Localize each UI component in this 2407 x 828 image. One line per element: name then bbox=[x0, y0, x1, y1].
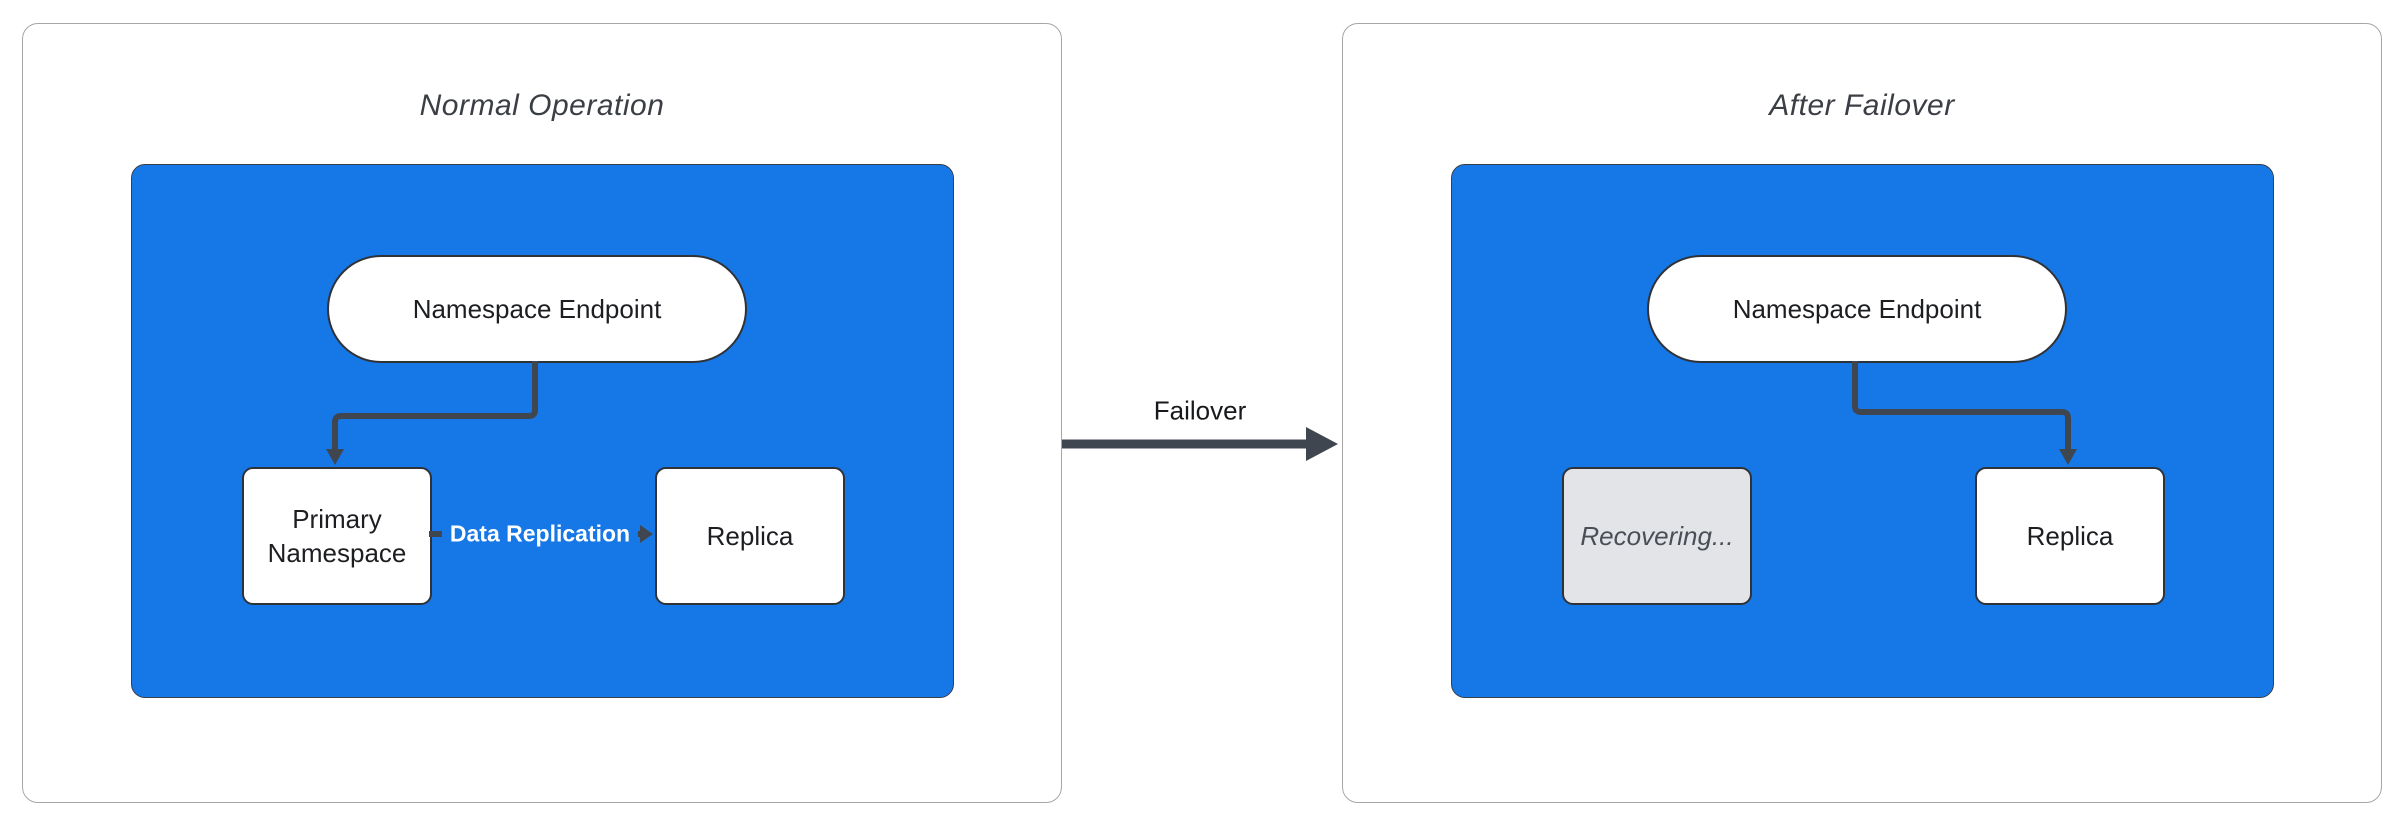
node-label: Primary Namespace bbox=[267, 504, 407, 568]
node-replica-left: Replica bbox=[655, 467, 845, 605]
namespace-container-right: Namespace Endpoint Recovering... Replica bbox=[1451, 164, 2274, 698]
node-label: Namespace Endpoint bbox=[1732, 293, 1982, 324]
node-label: Replica bbox=[2026, 521, 2114, 551]
failover-label: Failover bbox=[1153, 395, 1247, 426]
panel-title-after-failover: After Failover bbox=[1769, 89, 1955, 122]
node-label: Recovering... bbox=[1580, 521, 1734, 551]
node-replica-right: Replica bbox=[1975, 467, 2165, 605]
namespace-container-left: Namespace Endpoint Primary Namespace Rep… bbox=[131, 164, 954, 698]
node-namespace-endpoint-right: Namespace Endpoint bbox=[1647, 255, 2067, 363]
node-primary-namespace: Primary Namespace bbox=[242, 467, 432, 605]
edge-label-data-replication: Data Replication bbox=[441, 517, 639, 551]
failover-arrow-head-icon bbox=[1306, 427, 1338, 461]
panel-after-failover: After Failover Namespace Endpoint Recove… bbox=[1342, 23, 2382, 803]
panel-title-normal-operation: Normal Operation bbox=[419, 89, 665, 122]
node-label: Replica bbox=[706, 521, 794, 551]
node-namespace-endpoint-left: Namespace Endpoint bbox=[327, 255, 747, 363]
panel-normal-operation: Normal Operation Namespace Endpoint Prim… bbox=[22, 23, 1062, 803]
node-label: Namespace Endpoint bbox=[412, 293, 662, 324]
node-recovering: Recovering... bbox=[1562, 467, 1752, 605]
